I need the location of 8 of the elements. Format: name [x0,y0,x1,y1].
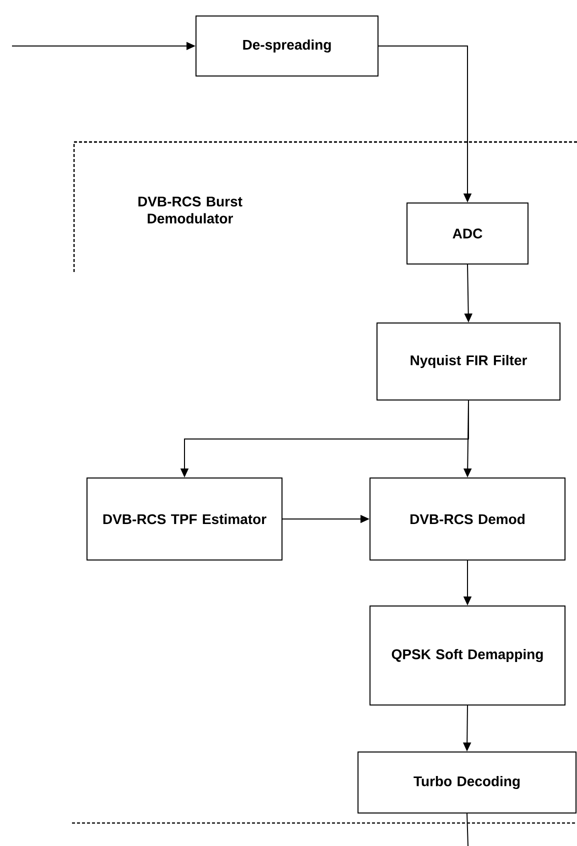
process-box: QPSK Soft Demapping [370,606,566,706]
process-box: DVB-RCS Demod [370,478,566,560]
process-box: ADC [406,202,528,264]
process-box: DVB-RCS TPF Estimator [86,478,282,560]
process-box: Turbo Decoding [358,752,576,814]
process-box: De-spreading [196,16,378,76]
region-title: DVB-RCS Burst Demodulator [138,196,242,224]
process-box: Nyquist FIR Filter [376,322,560,400]
